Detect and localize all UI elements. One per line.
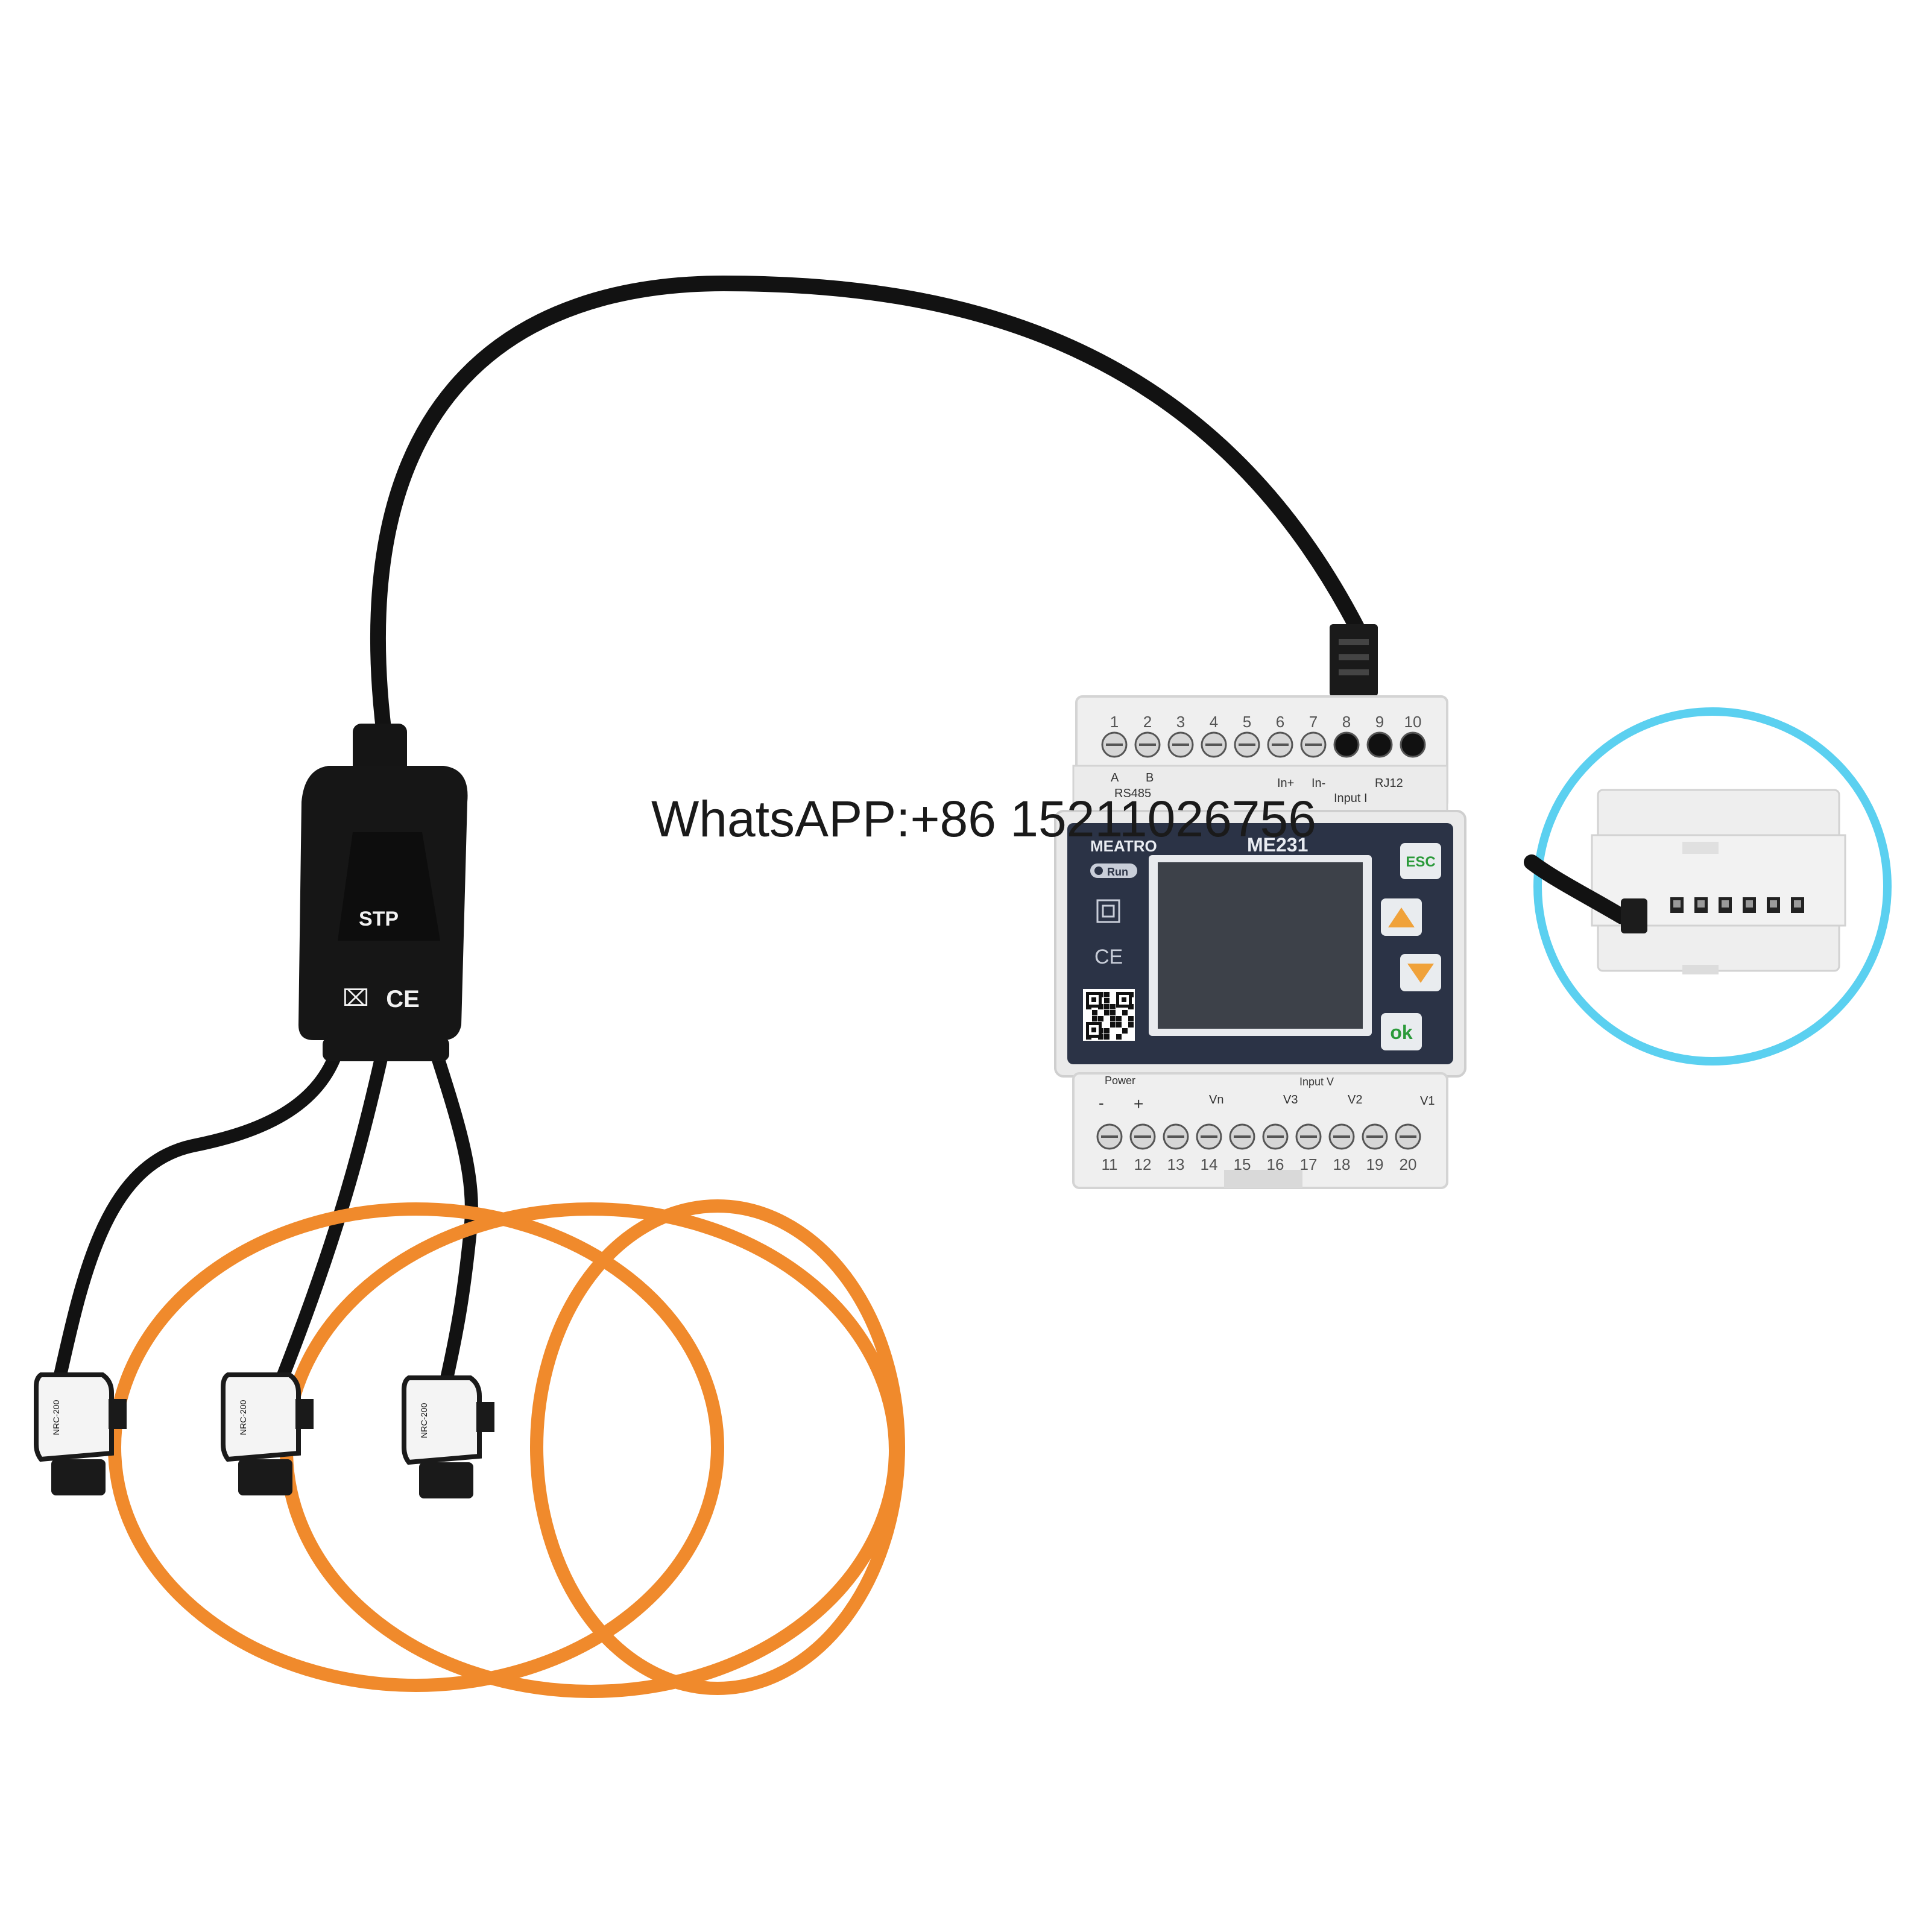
inset-detail — [1524, 707, 1892, 1065]
bottom-terminal-number: 13 — [1167, 1155, 1185, 1173]
run-label: Run — [1107, 866, 1128, 878]
bottom-terminal-number: 17 — [1300, 1155, 1318, 1173]
label-rj12: RJ12 — [1375, 777, 1403, 790]
meter-ce-mark: CE — [1094, 945, 1123, 968]
label-b: B — [1146, 771, 1154, 784]
bottom-terminal-number: 14 — [1201, 1155, 1218, 1173]
bottom-terminal-number: 15 — [1234, 1155, 1251, 1173]
run-led — [1094, 867, 1103, 875]
label-vn: Vn — [1209, 1093, 1223, 1106]
top-terminal-number: 4 — [1210, 713, 1218, 731]
sensor-1-label: NRC-200 — [51, 1400, 61, 1435]
label-a: A — [1111, 771, 1119, 784]
whatsapp-watermark: WhatsAPP:+86 15211026756 — [651, 791, 1316, 847]
down-arrow-icon — [1407, 964, 1434, 983]
top-terminal-number: 2 — [1143, 713, 1152, 731]
sensor-clip-2: NRC-200 — [221, 1372, 314, 1495]
top-terminal-screw — [1333, 731, 1360, 758]
branch-cable-1 — [54, 1035, 347, 1377]
esc-button[interactable] — [1400, 843, 1441, 879]
rogowski-coil-c — [530, 1199, 905, 1695]
lcd-screen — [1158, 862, 1363, 1029]
splitter-label: STP — [359, 908, 399, 930]
rogowski-coil-1 — [108, 1202, 724, 1692]
branch-cable-2 — [277, 1035, 393, 1378]
label-plus: + — [1134, 1094, 1143, 1113]
label-v2: V2 — [1348, 1093, 1362, 1106]
inset-cable — [1524, 854, 1630, 924]
ok-button-label: ok — [1390, 1021, 1413, 1043]
ok-button[interactable] — [1381, 1013, 1422, 1050]
label-power: Power — [1105, 1075, 1135, 1087]
esc-button-label: ESC — [1406, 854, 1435, 870]
bottom-terminal-number: 18 — [1333, 1155, 1351, 1173]
label-input-i: Input I — [1334, 792, 1368, 805]
splitter-ce-mark: CE — [386, 986, 420, 1012]
qr-code — [1083, 989, 1135, 1041]
brand-label: MEATRO — [1090, 837, 1157, 855]
weee-icon: ⌧ — [343, 985, 369, 1011]
inset-rj12-plug — [1621, 898, 1647, 933]
top-terminal-number: 8 — [1342, 713, 1351, 731]
sensor-clip-1: NRC-200 — [34, 1372, 127, 1495]
sensor-clip-3: NRC-200 — [402, 1375, 494, 1498]
top-terminal-screw — [1400, 731, 1426, 758]
bottom-terminal-number: 20 — [1400, 1155, 1417, 1173]
bottom-terminal-number: 11 — [1102, 1155, 1118, 1173]
sensor-2-label: NRC-200 — [238, 1400, 248, 1435]
top-terminal-number: 9 — [1375, 713, 1384, 731]
top-terminal-number: 10 — [1404, 713, 1422, 731]
double-insulation-icon — [1096, 899, 1120, 923]
label-in-plus: In+ — [1277, 777, 1294, 790]
main-cable — [370, 275, 1365, 756]
top-terminal-number: 6 — [1276, 713, 1284, 731]
model-label: ME231 — [1247, 834, 1308, 856]
top-terminal-screw — [1366, 731, 1393, 758]
label-rs485: RS485 — [1114, 787, 1151, 800]
sensor-3-label: NRC-200 — [419, 1403, 429, 1438]
label-input-v: Input V — [1299, 1076, 1334, 1088]
label-v3: V3 — [1283, 1093, 1298, 1106]
top-terminal-number: 5 — [1243, 713, 1251, 731]
bottom-terminal-number: 12 — [1134, 1155, 1152, 1173]
top-terminal-number: 3 — [1176, 713, 1185, 731]
bottom-terminal-number: 19 — [1366, 1155, 1384, 1173]
top-terminal-number: 7 — [1309, 713, 1318, 731]
label-minus: - — [1099, 1094, 1104, 1112]
up-arrow-icon — [1388, 908, 1415, 927]
label-v1: V1 — [1420, 1094, 1435, 1108]
top-terminal-number: 1 — [1110, 713, 1119, 731]
bottom-terminal-number: 16 — [1267, 1155, 1284, 1173]
label-in-minus: In- — [1312, 777, 1325, 790]
